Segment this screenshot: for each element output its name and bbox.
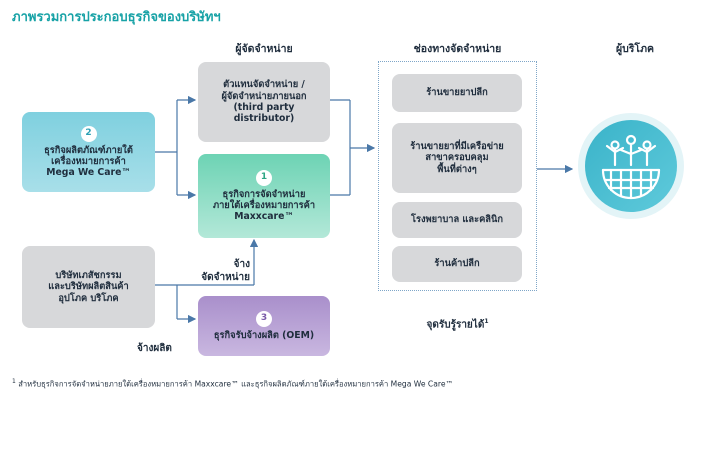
header-channels: ช่องทางจัดจำหน่าย	[413, 43, 502, 55]
people-on-globe-icon	[578, 113, 684, 219]
footnote-marker: 1	[484, 318, 489, 325]
box-text: พื้นที่ต่างๆ	[437, 163, 477, 175]
hire-produce-label: จ้างผลิต	[137, 343, 172, 354]
box-text: ร้านขายยาปลีก	[426, 87, 488, 99]
pharma-companies-box: บริษัทเภสัชกรรม และบริษัทผลิตสินค้า อุปโ…	[22, 246, 155, 328]
channel-box: ร้านค้าปลีก	[392, 246, 522, 282]
maxxcare-distribution-box: 1 ธุรกิจการจัดจำหน่าย ภายใต้เครื่องหมายก…	[198, 154, 330, 238]
channel-box: โรงพยาบาล และคลินิก	[392, 202, 522, 238]
mega-we-care-business-box: 2 ธุรกิจผลิตภัณฑ์ภายใต้ เครื่องหมายการค้…	[22, 112, 155, 192]
box-text: ธุรกิจการจัดจำหน่าย	[222, 188, 306, 200]
box-text: Mega We Care™	[46, 167, 131, 179]
footnote: 1 สำหรับธุรกิจการจัดจำหน่ายภายใต้เครื่อง…	[12, 378, 453, 391]
third-party-distributor-box: ตัวแทนจัดจำหน่าย / ผู้จัดจำหน่ายภายนอก (…	[198, 62, 330, 142]
channel-box: ร้านขายยาที่มีเครือข่าย สาขาครอบคลุม พื้…	[392, 123, 522, 193]
box-text: ภายใต้เครื่องหมายการค้า	[212, 199, 316, 211]
number-badge: 2	[80, 125, 97, 142]
label-line: จ้าง	[233, 259, 250, 270]
label-line: จัดจำหน่าย	[201, 271, 250, 283]
footnote-marker: 1	[12, 378, 16, 385]
box-text: สาขาครอบคลุม	[425, 152, 489, 164]
header-consumer: ผู้บริโภค	[615, 43, 655, 55]
box-text: อุปโภค บริโภค	[58, 292, 119, 304]
number-badge: 3	[256, 310, 272, 327]
box-text: บริษัทเภสัชกรรม	[55, 270, 122, 281]
box-text: ร้านค้าปลีก	[434, 258, 480, 270]
box-text: โรงพยาบาล และคลินิก	[411, 214, 503, 226]
box-text: ร้านขายยาที่มีเครือข่าย	[410, 141, 504, 152]
footnote-text: สำหรับธุรกิจการจัดจำหน่ายภายใต้เครื่องหม…	[18, 379, 454, 389]
channel-box: ร้านขายยาปลีก	[392, 74, 522, 112]
channels-container	[378, 61, 537, 291]
box-text: (third party distributor)	[233, 102, 295, 125]
box-text: ตัวแทนจัดจำหน่าย /	[223, 79, 305, 91]
page-title: ภาพรวมการประกอบธุรกิจของบริษัทฯ	[12, 10, 221, 25]
box-text: และบริษัทผลิตสินค้า	[48, 281, 129, 293]
number-badge: 1	[256, 169, 272, 186]
revenue-recognition-label: จุดรับรู้รายได้1	[378, 318, 537, 332]
header-distributor: ผู้จัดจำหน่าย	[235, 43, 293, 55]
box-text: ธุรกิจผลิตภัณฑ์ภายใต้	[44, 144, 133, 156]
box-text: ผู้จัดจำหน่ายภายนอก	[221, 90, 307, 102]
revenue-text: จุดรับรู้รายได้	[426, 319, 485, 331]
oem-business-box: 3 ธุรกิจรับจ้างผลิต (OEM)	[198, 296, 330, 356]
box-text: Maxxcare™	[234, 211, 294, 223]
box-text: ธุรกิจรับจ้างผลิต (OEM)	[213, 329, 315, 341]
hire-distribute-label: จ้าง จัดจำหน่าย	[186, 259, 250, 284]
box-text: เครื่องหมายการค้า	[51, 155, 126, 167]
